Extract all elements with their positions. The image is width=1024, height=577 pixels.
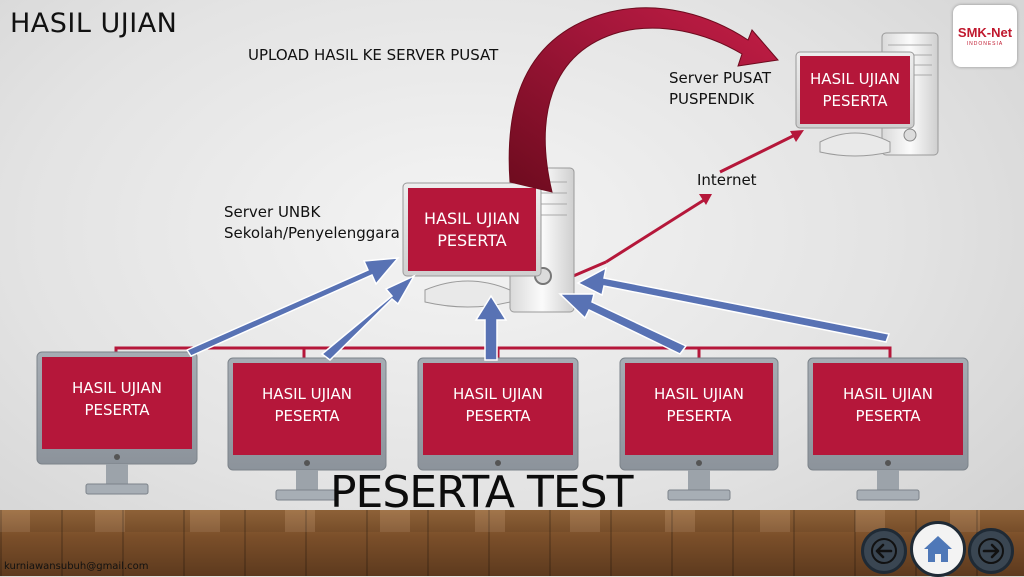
forward-button[interactable] xyxy=(968,528,1014,574)
school-screen-text: HASIL UJIAN PESERTA xyxy=(408,188,536,271)
participant-2-screen-text: HASIL UJIAN PESERTA xyxy=(233,363,381,455)
smknet-logo: SMK-Net INDONESIA xyxy=(953,5,1017,67)
participants-label: PESERTA TEST xyxy=(330,467,633,518)
screen-text-line2: PESERTA xyxy=(855,407,921,425)
central-screen-text: HASIL UJIAN PESERTA xyxy=(800,56,910,124)
slide-title: HASIL UJIAN xyxy=(10,8,178,39)
internet-arrow xyxy=(605,130,804,264)
wooden-floor xyxy=(0,510,1024,576)
participant-4-screen-text: HASIL UJIAN PESERTA xyxy=(625,363,773,455)
blue-arrow-1 xyxy=(185,257,400,357)
logo-main-text: SMK-Net xyxy=(957,25,1013,40)
blue-arrow-4 xyxy=(558,293,688,355)
participant-1-screen-text: HASIL UJIAN PESERTA xyxy=(42,357,192,449)
participant-3-screen-text: HASIL UJIAN PESERTA xyxy=(423,363,573,455)
school-server-label-line1: Server UNBK xyxy=(224,203,321,221)
blue-arrow-2 xyxy=(320,274,416,361)
screen-text-line1: HASIL UJIAN xyxy=(262,385,352,403)
participant-monitor-2 xyxy=(227,357,387,501)
screen-text-line2: PESERTA xyxy=(666,407,732,425)
screen-text-line1: HASIL UJIAN xyxy=(72,379,162,397)
screen-text-line2: PESERTA xyxy=(822,92,888,110)
school-server-label: Server UNBK Sekolah/Penyelenggara xyxy=(224,202,400,244)
logo-sub-text: INDONESIA xyxy=(966,41,1004,47)
central-server-monitor xyxy=(795,51,915,157)
screen-text-line2: PESERTA xyxy=(84,401,150,419)
school-server-label-line2: Sekolah/Penyelenggara xyxy=(224,224,400,242)
screen-text-line2: PESERTA xyxy=(465,407,531,425)
home-button[interactable] xyxy=(910,521,966,577)
participant-monitor-3 xyxy=(417,357,579,471)
screen-text-line1: HASIL UJIAN xyxy=(843,385,933,403)
upload-curve-arrow xyxy=(508,7,779,193)
screen-text-line2: PESERTA xyxy=(274,407,340,425)
forward-arrow-icon xyxy=(978,538,1004,564)
central-server-label-line2: PUSPENDIK xyxy=(669,90,755,108)
participant-monitor-4 xyxy=(619,357,779,501)
participant-monitor-5 xyxy=(807,357,969,501)
back-button[interactable] xyxy=(861,528,907,574)
screen-text-line1: HASIL UJIAN xyxy=(654,385,744,403)
screen-text-line1: HASIL UJIAN xyxy=(453,385,543,403)
participant-monitor-1 xyxy=(36,351,198,495)
screen-text-line2: PESERTA xyxy=(437,230,507,250)
screen-text-line1: HASIL UJIAN xyxy=(810,70,900,88)
central-server-label-line1: Server PUSAT xyxy=(669,69,772,87)
screen-text-line1: HASIL UJIAN xyxy=(424,208,520,228)
upload-label: UPLOAD HASIL KE SERVER PUSAT xyxy=(248,46,499,64)
school-server-monitor xyxy=(402,182,542,308)
participant-5-screen-text: HASIL UJIAN PESERTA xyxy=(813,363,963,455)
back-arrow-icon xyxy=(871,538,897,564)
internet-label: Internet xyxy=(697,171,757,189)
blue-arrow-3 xyxy=(474,294,508,361)
home-icon xyxy=(924,536,952,562)
blue-arrow-5 xyxy=(576,266,891,343)
author-email: kurniawansubuh@gmail.com xyxy=(4,561,149,572)
blue-arrows xyxy=(185,257,891,361)
central-server-label: Server PUSAT PUSPENDIK xyxy=(669,68,771,110)
